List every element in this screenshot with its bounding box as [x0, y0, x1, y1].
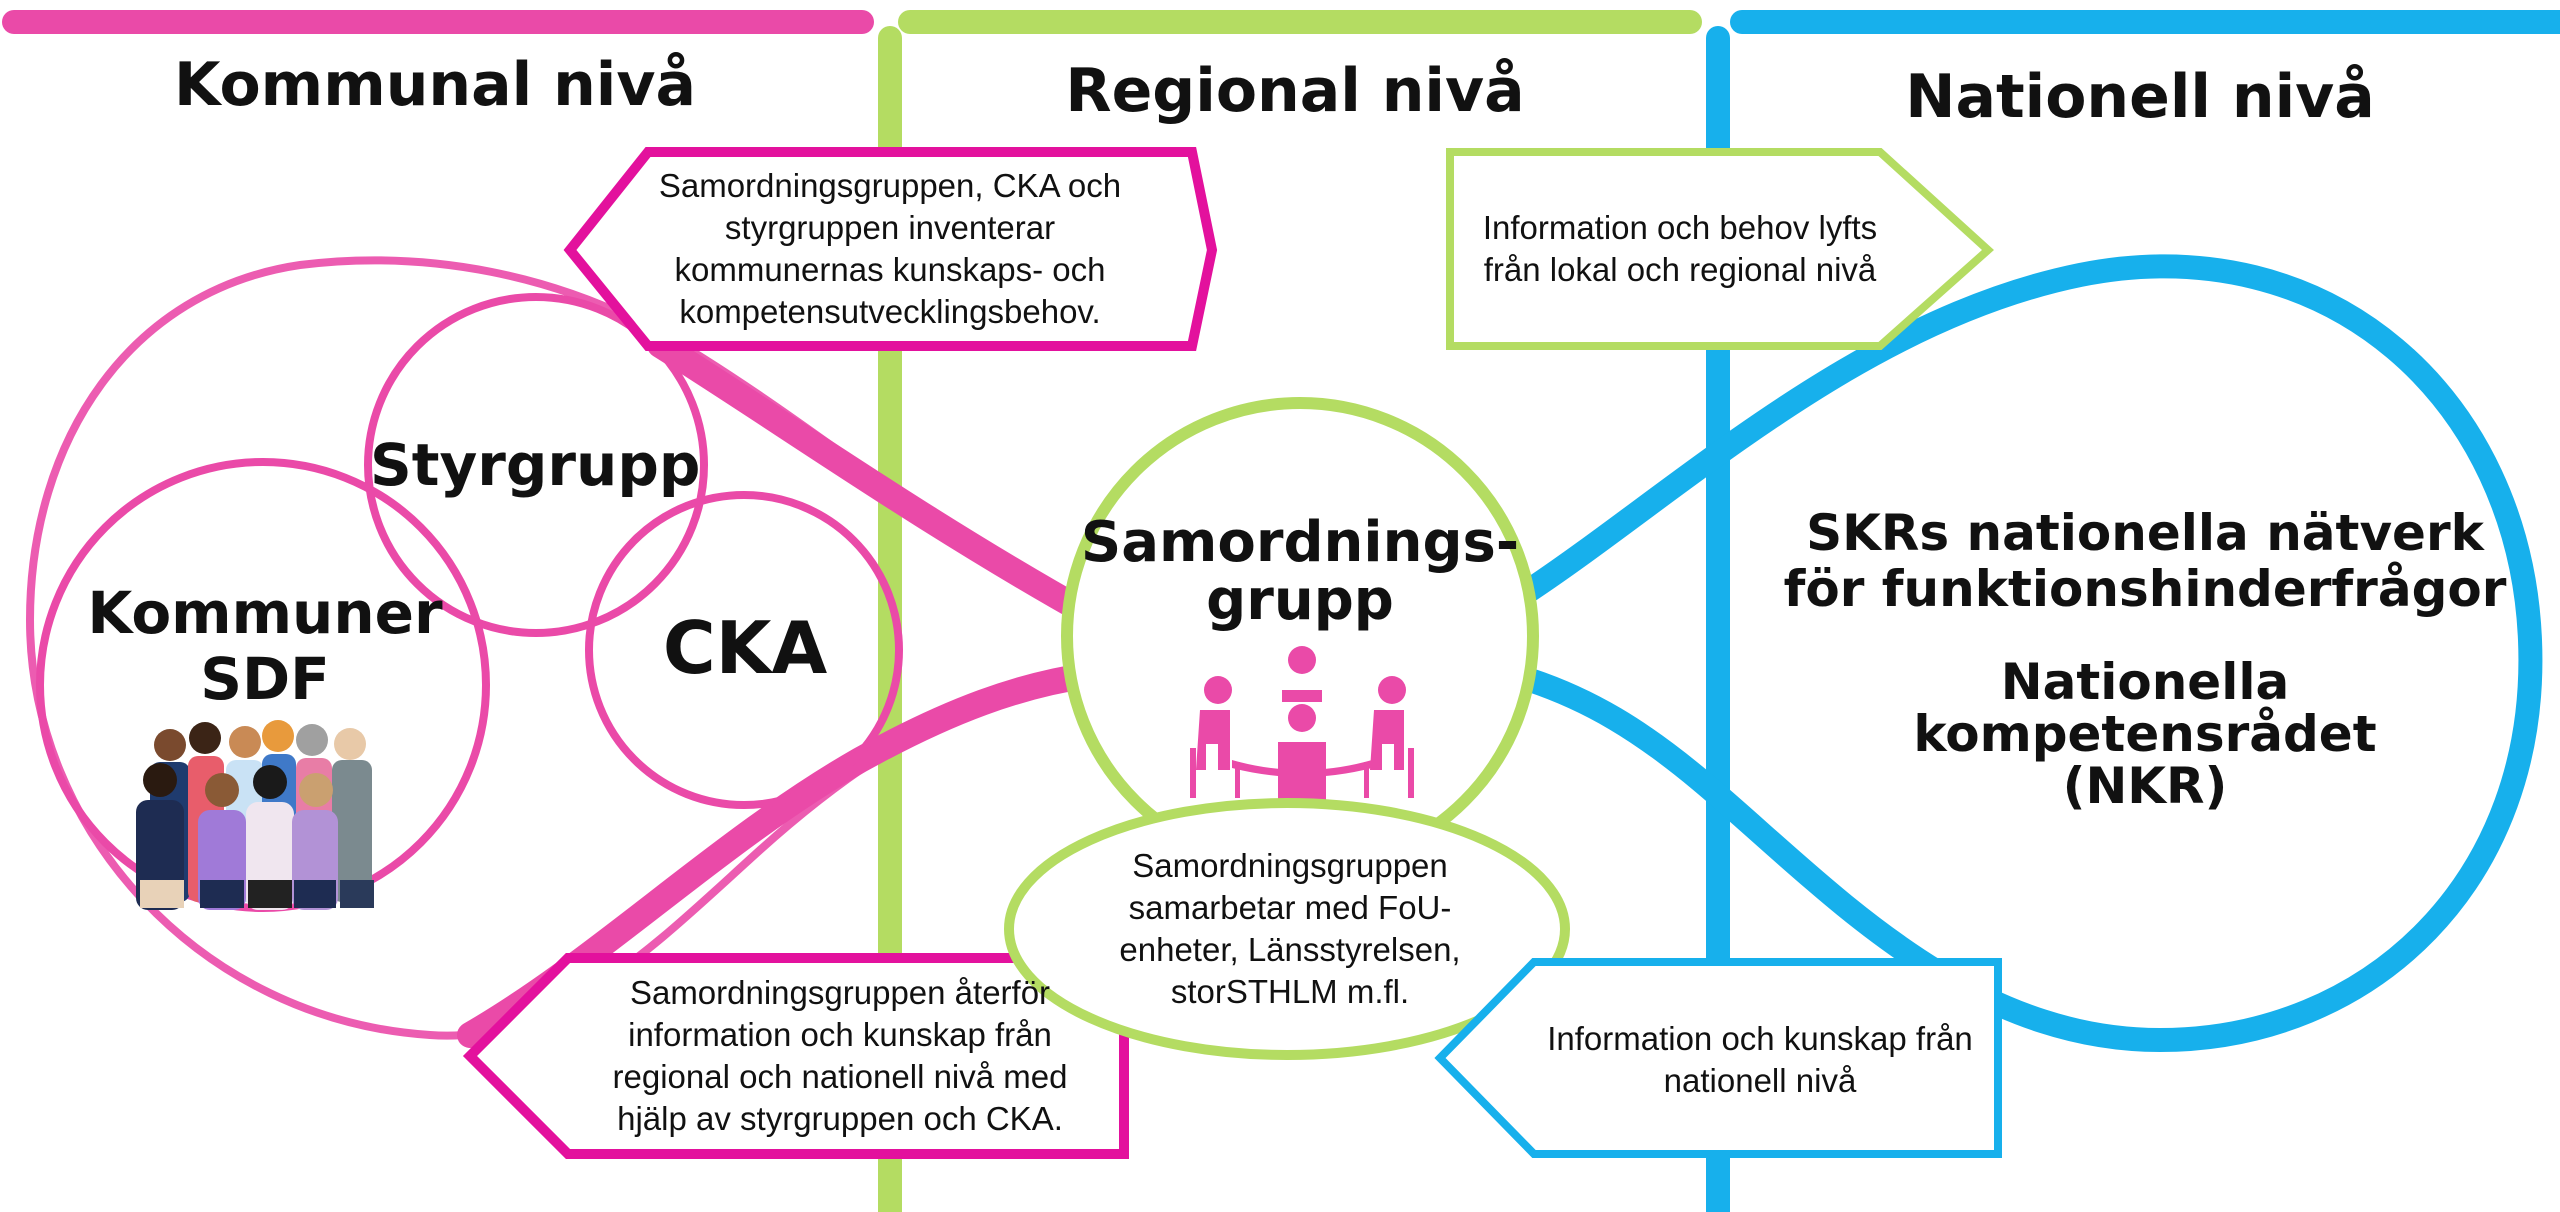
meeting-table-icon — [1190, 646, 1414, 800]
text-top-pink: Samordningsgruppen, CKA och styrgruppen … — [658, 167, 1122, 330]
label-sdf: SDF — [200, 645, 330, 713]
column-title-kommunal: Kommunal nivå — [174, 50, 696, 120]
text-bottom-green-ellipse: Samordningsgruppen samarbetar med FoU-en… — [1119, 847, 1461, 1010]
label-nkr-line1: Nationella — [2000, 653, 2290, 711]
label-kommuner: Kommuner — [87, 579, 443, 647]
text-bottom-pink: Samordningsgruppen återför information o… — [612, 974, 1068, 1137]
label-cka: CKA — [662, 606, 828, 690]
ellipse-bottom-green — [1004, 798, 1570, 1060]
label-skr-line1: SKRs nationella nätverk — [1806, 504, 2484, 562]
label-samordning-line2: grupp — [1206, 568, 1394, 633]
text-top-green: Information och behov lyfts från lokal o… — [1482, 209, 1878, 288]
label-nkr-line3: (NKR) — [2062, 757, 2228, 815]
box-bottom-blue — [1434, 958, 2002, 1158]
label-styrgrupp: Styrgrupp — [370, 431, 701, 499]
column-title-regional: Regional nivå — [1065, 56, 1525, 126]
label-samordning-line1: Samordnings- — [1080, 510, 1520, 575]
label-nkr-line2: kompetensrådet — [1913, 705, 2377, 763]
box-top-green — [1446, 148, 1994, 350]
loop-left-pink-band-top — [647, 332, 1103, 628]
column-title-nationell: Nationell nivå — [1905, 62, 2375, 132]
circle-styrgrupp — [364, 293, 708, 637]
box-top-pink — [563, 147, 1218, 351]
circle-cka — [585, 491, 903, 809]
loop-right-blue — [1518, 254, 2543, 1053]
label-skr-line2: för funktionshinderfrågor — [1783, 560, 2507, 618]
text-bottom-blue: Information och kunskap från nationell n… — [1547, 1020, 1973, 1099]
group-of-people-illustration — [136, 720, 374, 910]
